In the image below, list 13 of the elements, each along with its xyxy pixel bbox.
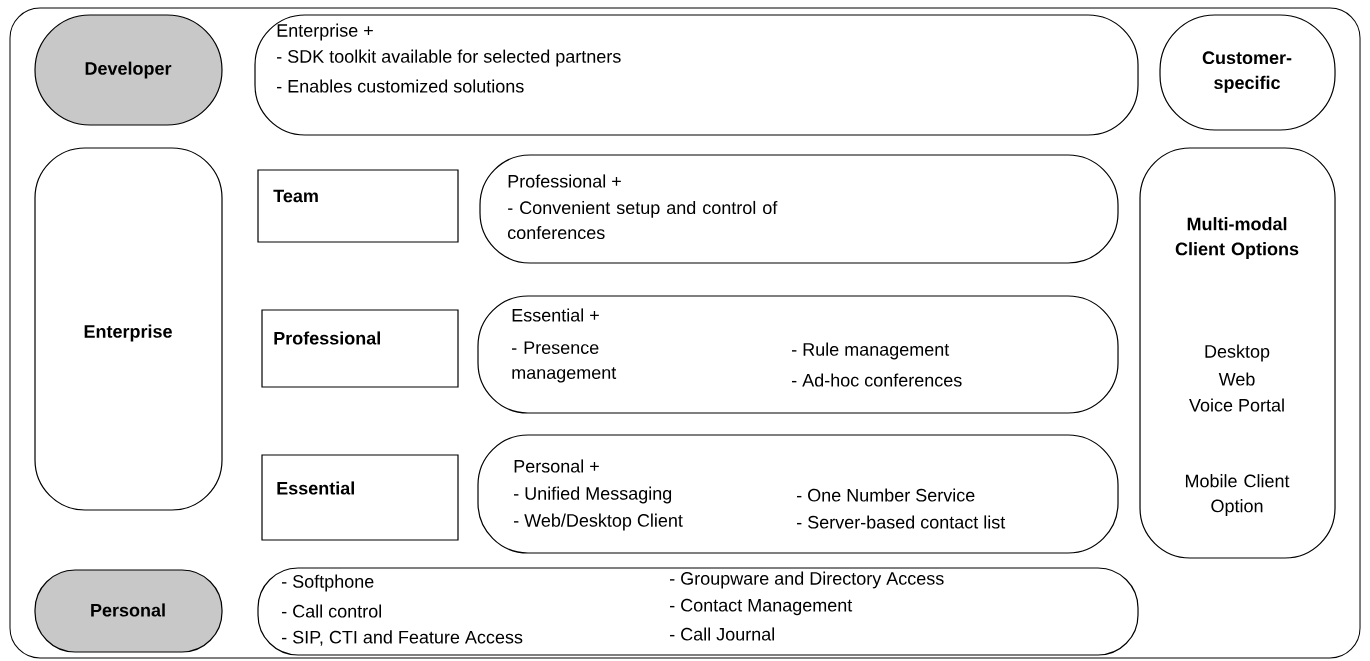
option-box: Customer-specific xyxy=(1159,14,1336,131)
tier-pill: Developer xyxy=(34,14,223,126)
tier-box: Enterprise xyxy=(34,147,223,511)
feature-box: Personal + - Unified Messaging - Web/Desktop Client - One Number Service - Server-based contact list xyxy=(477,434,1119,554)
option-box: Multi-modal Client Options Desktop Web Voice Portal Mobile Client Option xyxy=(1139,147,1336,559)
tier-pill: Personal xyxy=(34,569,223,653)
tier-box: Essential xyxy=(261,454,459,541)
feature-box: - Softphone - Call control - SIP, CTI and Feature Access - Groupware and Directory Access - Contact Management - Call Journal xyxy=(257,567,1139,656)
feature-box: Enterprise + - SDK toolkit available for selected partners - Enables customized solutions xyxy=(254,14,1139,136)
feature-box: Professional + - Convenient setup and control of conferences xyxy=(479,154,1119,264)
tier-box: Professional xyxy=(261,309,459,388)
tier-box: Team xyxy=(257,169,459,243)
feature-box: Essential + - Presence management - Rule management - Ad-hoc conferences xyxy=(477,295,1119,414)
